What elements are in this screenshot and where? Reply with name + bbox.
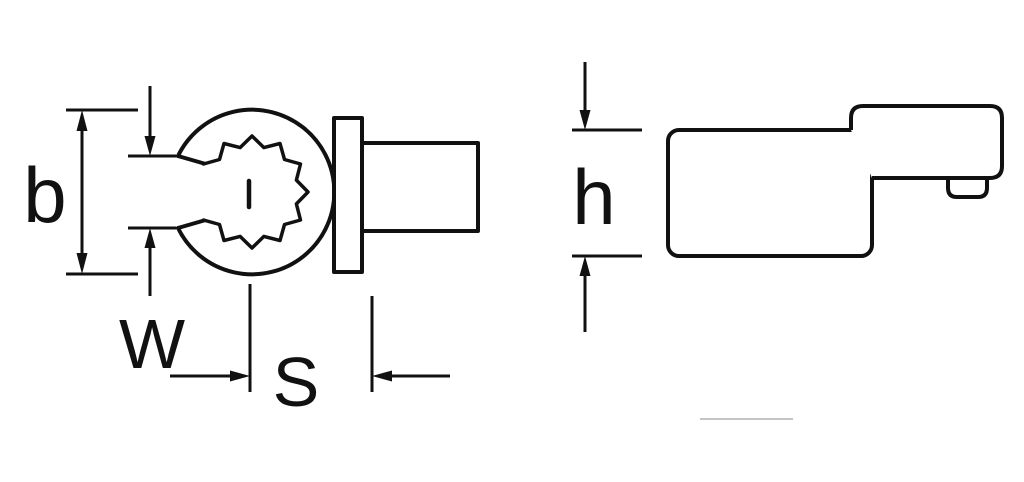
arrow-up-icon: [579, 256, 591, 276]
side-view: [666, 104, 1004, 258]
mount-plate: [332, 116, 364, 274]
dimension-b-label: b: [23, 151, 66, 239]
arrow-left-icon: [372, 370, 392, 382]
ring-inner-profile: [201, 134, 310, 250]
front-view: [176, 107, 480, 277]
dimension-b: b: [23, 108, 138, 276]
head-outline: [849, 104, 1004, 180]
arrow-up-icon: [76, 110, 88, 131]
tang: [360, 141, 480, 233]
dimension-w-label: W: [119, 305, 185, 383]
arrow-down-icon: [144, 136, 156, 156]
dimension-s-label: S: [273, 343, 320, 421]
slot-lower-edge: [176, 218, 206, 230]
dimension-w: W: [119, 86, 185, 383]
slot-upper-edge: [176, 154, 206, 166]
dimension-s: S: [170, 284, 450, 421]
body-outline: [666, 128, 874, 258]
arrow-down-icon: [579, 110, 591, 130]
ring-outer-contour: [176, 107, 337, 277]
arrow-up-icon: [144, 228, 156, 248]
dimension-h-label: h: [572, 153, 615, 241]
arrow-right-icon: [230, 370, 250, 382]
arrow-down-icon: [76, 253, 88, 274]
pin-nub: [946, 176, 989, 199]
dimension-h: h: [572, 62, 642, 332]
